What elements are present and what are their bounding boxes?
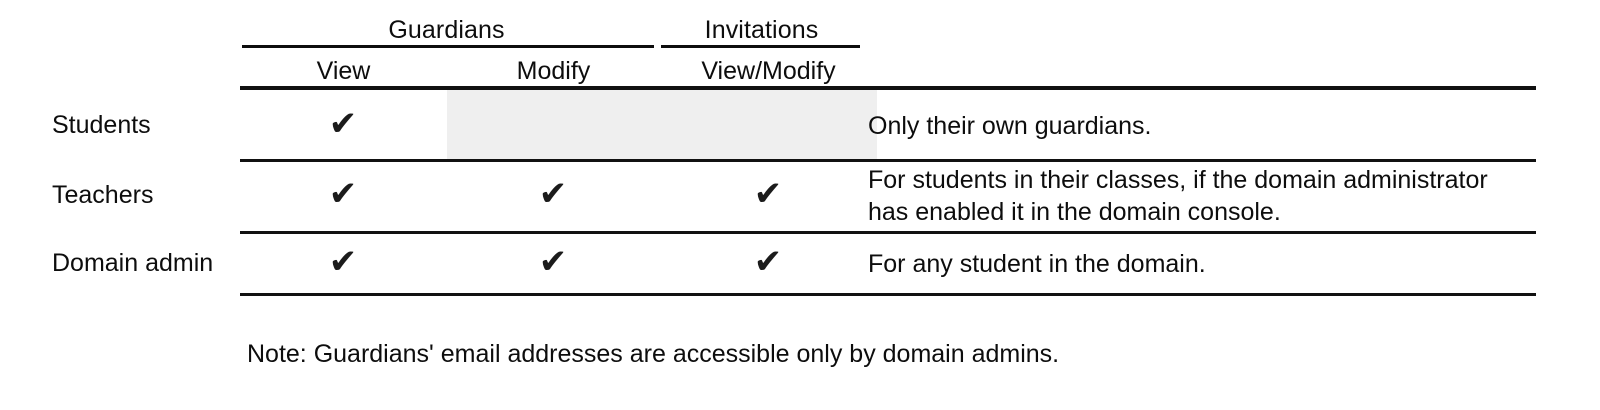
check-icon-teachers-guardians-modify: ✔	[538, 174, 568, 214]
table-bottom-rule	[240, 293, 1536, 296]
column-header-guardians-modify: Modify	[516, 57, 591, 85]
check-icon-domain-admin-guardians-modify: ✔	[538, 242, 568, 282]
column-header-guardians-view: View	[316, 57, 371, 85]
column-group-header-invitations: Invitations	[704, 16, 819, 44]
row-note-teachers: For students in their classes, if the do…	[868, 166, 1488, 226]
check-icon-domain-admin-guardians-view: ✔	[328, 242, 358, 282]
check-icon-teachers-guardians-view: ✔	[328, 174, 358, 214]
footnote-text: Note: Guardians' email addresses are acc…	[247, 340, 1060, 368]
disabled-cell-students-modify-and-invitations	[447, 90, 877, 161]
row-separator-2	[240, 231, 1536, 234]
row-label-students: Students	[52, 111, 151, 139]
row-note-students: Only their own guardians.	[868, 112, 1152, 140]
check-icon-students-guardians-view: ✔	[328, 104, 358, 144]
row-label-teachers: Teachers	[52, 181, 154, 209]
column-group-header-guardians: Guardians	[388, 16, 505, 44]
group-rule-guardians	[242, 45, 654, 48]
column-header-invitations-view-modify: View/Modify	[701, 57, 836, 85]
row-note-domain-admin: For any student in the domain.	[868, 250, 1206, 278]
check-icon-teachers-invitations-view-modify: ✔	[753, 174, 783, 214]
check-icon-domain-admin-invitations-view-modify: ✔	[753, 242, 783, 282]
group-rule-invitations	[661, 45, 860, 48]
row-separator-1	[240, 159, 1536, 162]
header-bottom-rule	[240, 86, 1536, 90]
row-label-domain-admin: Domain admin	[52, 249, 214, 277]
